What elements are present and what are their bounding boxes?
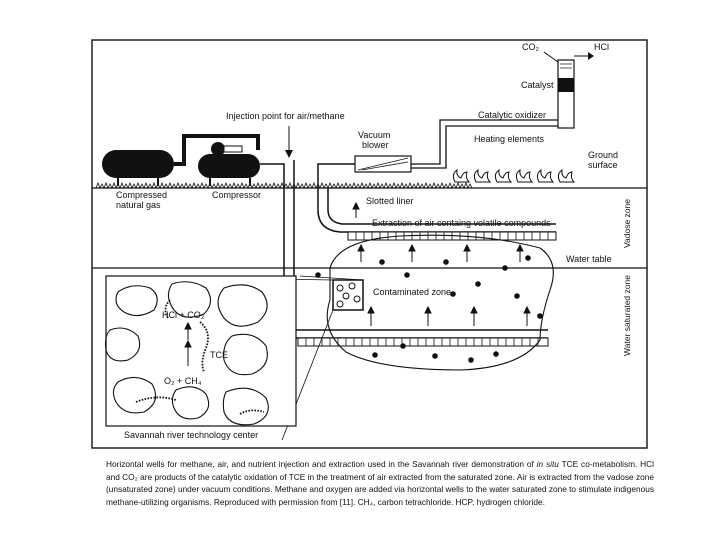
extraction-pipe bbox=[317, 163, 556, 233]
microscale-inset bbox=[104, 275, 297, 427]
label-surface: surface bbox=[588, 160, 618, 170]
label-hcl-co2: HCl + CO₂ bbox=[162, 310, 205, 320]
label-heating-elements: Heating elements bbox=[474, 134, 545, 144]
ground-surface-line bbox=[92, 181, 647, 189]
label-vadose-zone: Vadose zone bbox=[622, 199, 632, 248]
upward-arrows bbox=[352, 201, 531, 326]
label-ground: Ground bbox=[588, 150, 618, 160]
label-tce: TCE bbox=[210, 350, 228, 360]
compressor-unit bbox=[198, 142, 260, 186]
label-compressor: Compressor bbox=[212, 190, 261, 200]
label-injection-point: Injection point for air/methane bbox=[226, 111, 345, 121]
label-slotted-liner: Slotted liner bbox=[366, 196, 414, 206]
label-natural-gas: natural gas bbox=[116, 200, 161, 210]
label-co2-top: CO₂ bbox=[522, 42, 540, 52]
label-savannah-center: Savannah river technology center bbox=[124, 430, 258, 440]
label-compressed: Compressed bbox=[116, 190, 167, 200]
injection-pipe bbox=[260, 163, 548, 339]
label-water-saturated-zone: Water saturated zone bbox=[622, 275, 632, 356]
label-contaminated-zone: Contaminated zone bbox=[373, 287, 451, 297]
label-catalyst: Catalyst bbox=[521, 80, 554, 90]
label-hcl-top: HCl bbox=[594, 42, 609, 52]
label-water-table: Water table bbox=[566, 254, 612, 264]
gas-pipe bbox=[174, 134, 260, 166]
caption-italic: in situ bbox=[536, 459, 559, 469]
caption-part-2: TCE co-metabolism. HCl and CO₂ are produ… bbox=[106, 459, 654, 507]
label-blower: blower bbox=[362, 140, 389, 150]
exhaust-arrows bbox=[543, 51, 594, 63]
label-catalytic-oxidizer: Catalytic oxidizer bbox=[478, 110, 546, 120]
label-vacuum: Vacuum bbox=[358, 130, 390, 140]
contaminated-zone-outline bbox=[326, 234, 554, 371]
label-extraction: Extraction of air containg volatile comp… bbox=[372, 218, 551, 228]
diagram-frame bbox=[91, 39, 648, 449]
blower-to-oxidizer-pipe bbox=[411, 82, 563, 165]
catalytic-oxidizer bbox=[557, 59, 575, 129]
inset-arrows bbox=[184, 321, 192, 366]
natural-gas-tank bbox=[102, 150, 174, 186]
injection-arrow bbox=[285, 126, 293, 158]
figure-caption: Horizontal wells for methane, air, and n… bbox=[106, 458, 654, 508]
vacuum-blower bbox=[354, 155, 412, 173]
contaminant-dots bbox=[315, 255, 543, 363]
lower-horizontal-well bbox=[297, 337, 549, 347]
caption-part-1: Horizontal wells for methane, air, and n… bbox=[106, 459, 537, 469]
heating-elements bbox=[452, 168, 576, 183]
label-o2-ch4: O₂ + CH₄ bbox=[164, 376, 202, 386]
